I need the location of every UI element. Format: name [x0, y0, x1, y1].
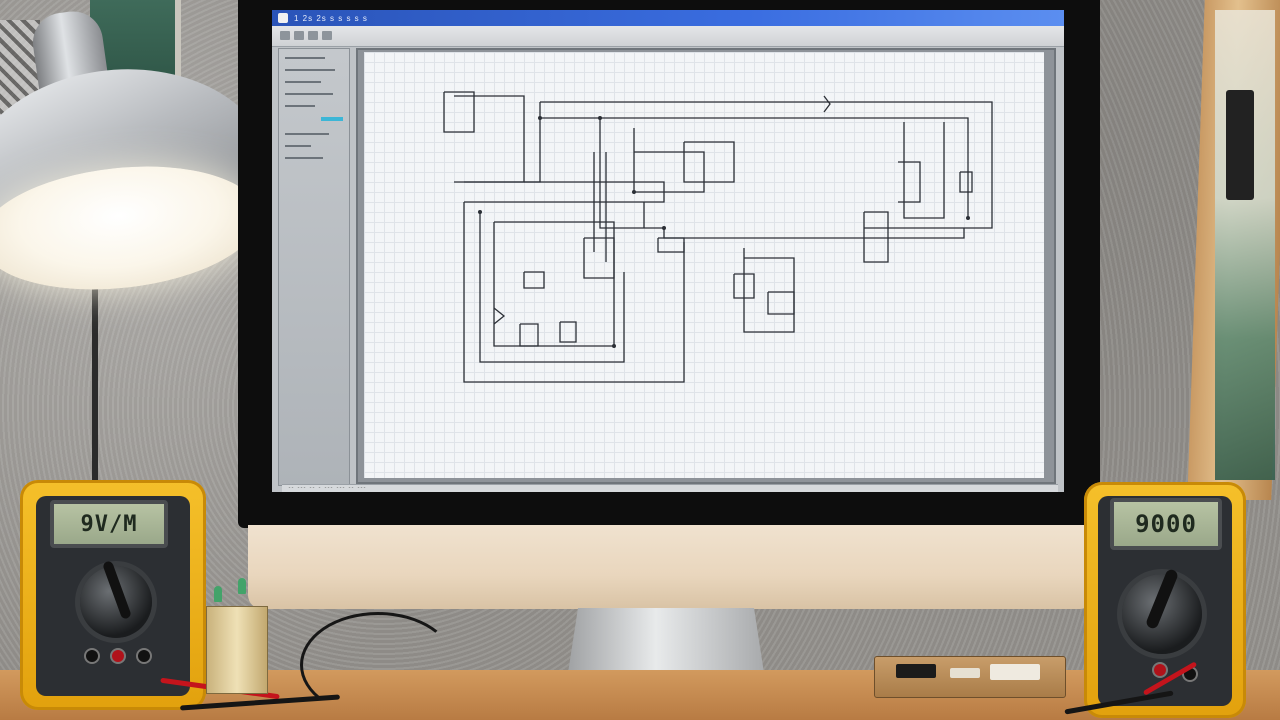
panel-item[interactable] [285, 69, 335, 71]
component-diode [493, 307, 506, 325]
component-ic [733, 273, 755, 299]
multimeter-display: 9V/M [50, 500, 168, 548]
app-icon [278, 13, 288, 23]
toolbar-button[interactable] [322, 31, 332, 40]
schematic-drawing [443, 91, 993, 383]
cad-side-panel[interactable] [278, 48, 350, 486]
probe-jack [1154, 664, 1166, 676]
component-ic [959, 171, 973, 193]
monitor-screen: 1 2s 2s s s s s s [272, 10, 1064, 492]
schematic-wire [463, 202, 685, 383]
cad-toolbar [272, 26, 1064, 47]
cable [300, 612, 456, 718]
component-resistor [823, 95, 831, 113]
probe-jack [138, 650, 150, 662]
panel-item[interactable] [285, 133, 329, 135]
schematic-wire [540, 117, 969, 218]
schematic-wire [479, 212, 625, 363]
panel-item[interactable] [285, 81, 321, 83]
monitor-chin [248, 525, 1094, 609]
capacitor-module [206, 606, 268, 694]
schematic-wire [903, 122, 945, 219]
component-ic [523, 271, 545, 289]
component-ic [683, 141, 735, 183]
shelf-components [1215, 10, 1275, 480]
component-ic [519, 323, 539, 347]
schematic-wire [898, 161, 921, 203]
component-ic [863, 211, 889, 263]
cad-window-title: 1 2s 2s s s s s s [294, 13, 368, 23]
schematic-block [443, 91, 475, 133]
schematic-wire [663, 228, 965, 239]
schematic-wire [493, 221, 615, 347]
toolbar-button[interactable] [294, 31, 304, 40]
led-component [214, 586, 222, 602]
panel-item[interactable] [285, 157, 323, 159]
schematic-wire [524, 102, 541, 183]
component-ic [657, 237, 685, 253]
panel-item[interactable] [285, 93, 333, 95]
component-ic [767, 291, 795, 315]
multimeter-left: 9V/M [20, 480, 206, 710]
lamp-cord [92, 280, 98, 500]
panel-item[interactable] [285, 57, 325, 59]
schematic-wire [540, 101, 993, 229]
cad-statusbar: -- --- -- - --- --- -- --- [282, 484, 1058, 492]
panel-item[interactable] [285, 145, 311, 147]
ic-chip [896, 664, 936, 678]
cad-titlebar[interactable]: 1 2s 2s s s s s s [272, 10, 1064, 26]
schematic-wire [633, 128, 705, 193]
led-component [238, 578, 246, 594]
toolbar-button[interactable] [280, 31, 290, 40]
ic-chip [950, 668, 980, 678]
probe-jack [112, 650, 124, 662]
schematic-canvas[interactable] [364, 52, 1044, 478]
schematic-wire [464, 181, 665, 203]
panel-item[interactable] [285, 105, 315, 107]
schematic-wire [454, 95, 525, 183]
toolbar-button[interactable] [308, 31, 318, 40]
display-module [990, 664, 1040, 680]
shelf-part [1226, 90, 1254, 200]
schematic-wire [599, 118, 664, 229]
panel-highlight[interactable] [321, 117, 343, 121]
component-ic [559, 321, 577, 343]
component-ic [583, 237, 615, 279]
probe-jack [86, 650, 98, 662]
status-text: -- --- -- - --- --- -- --- [288, 485, 367, 491]
multimeter-display: 9000 [1110, 498, 1222, 550]
schematic-wire [743, 248, 795, 333]
